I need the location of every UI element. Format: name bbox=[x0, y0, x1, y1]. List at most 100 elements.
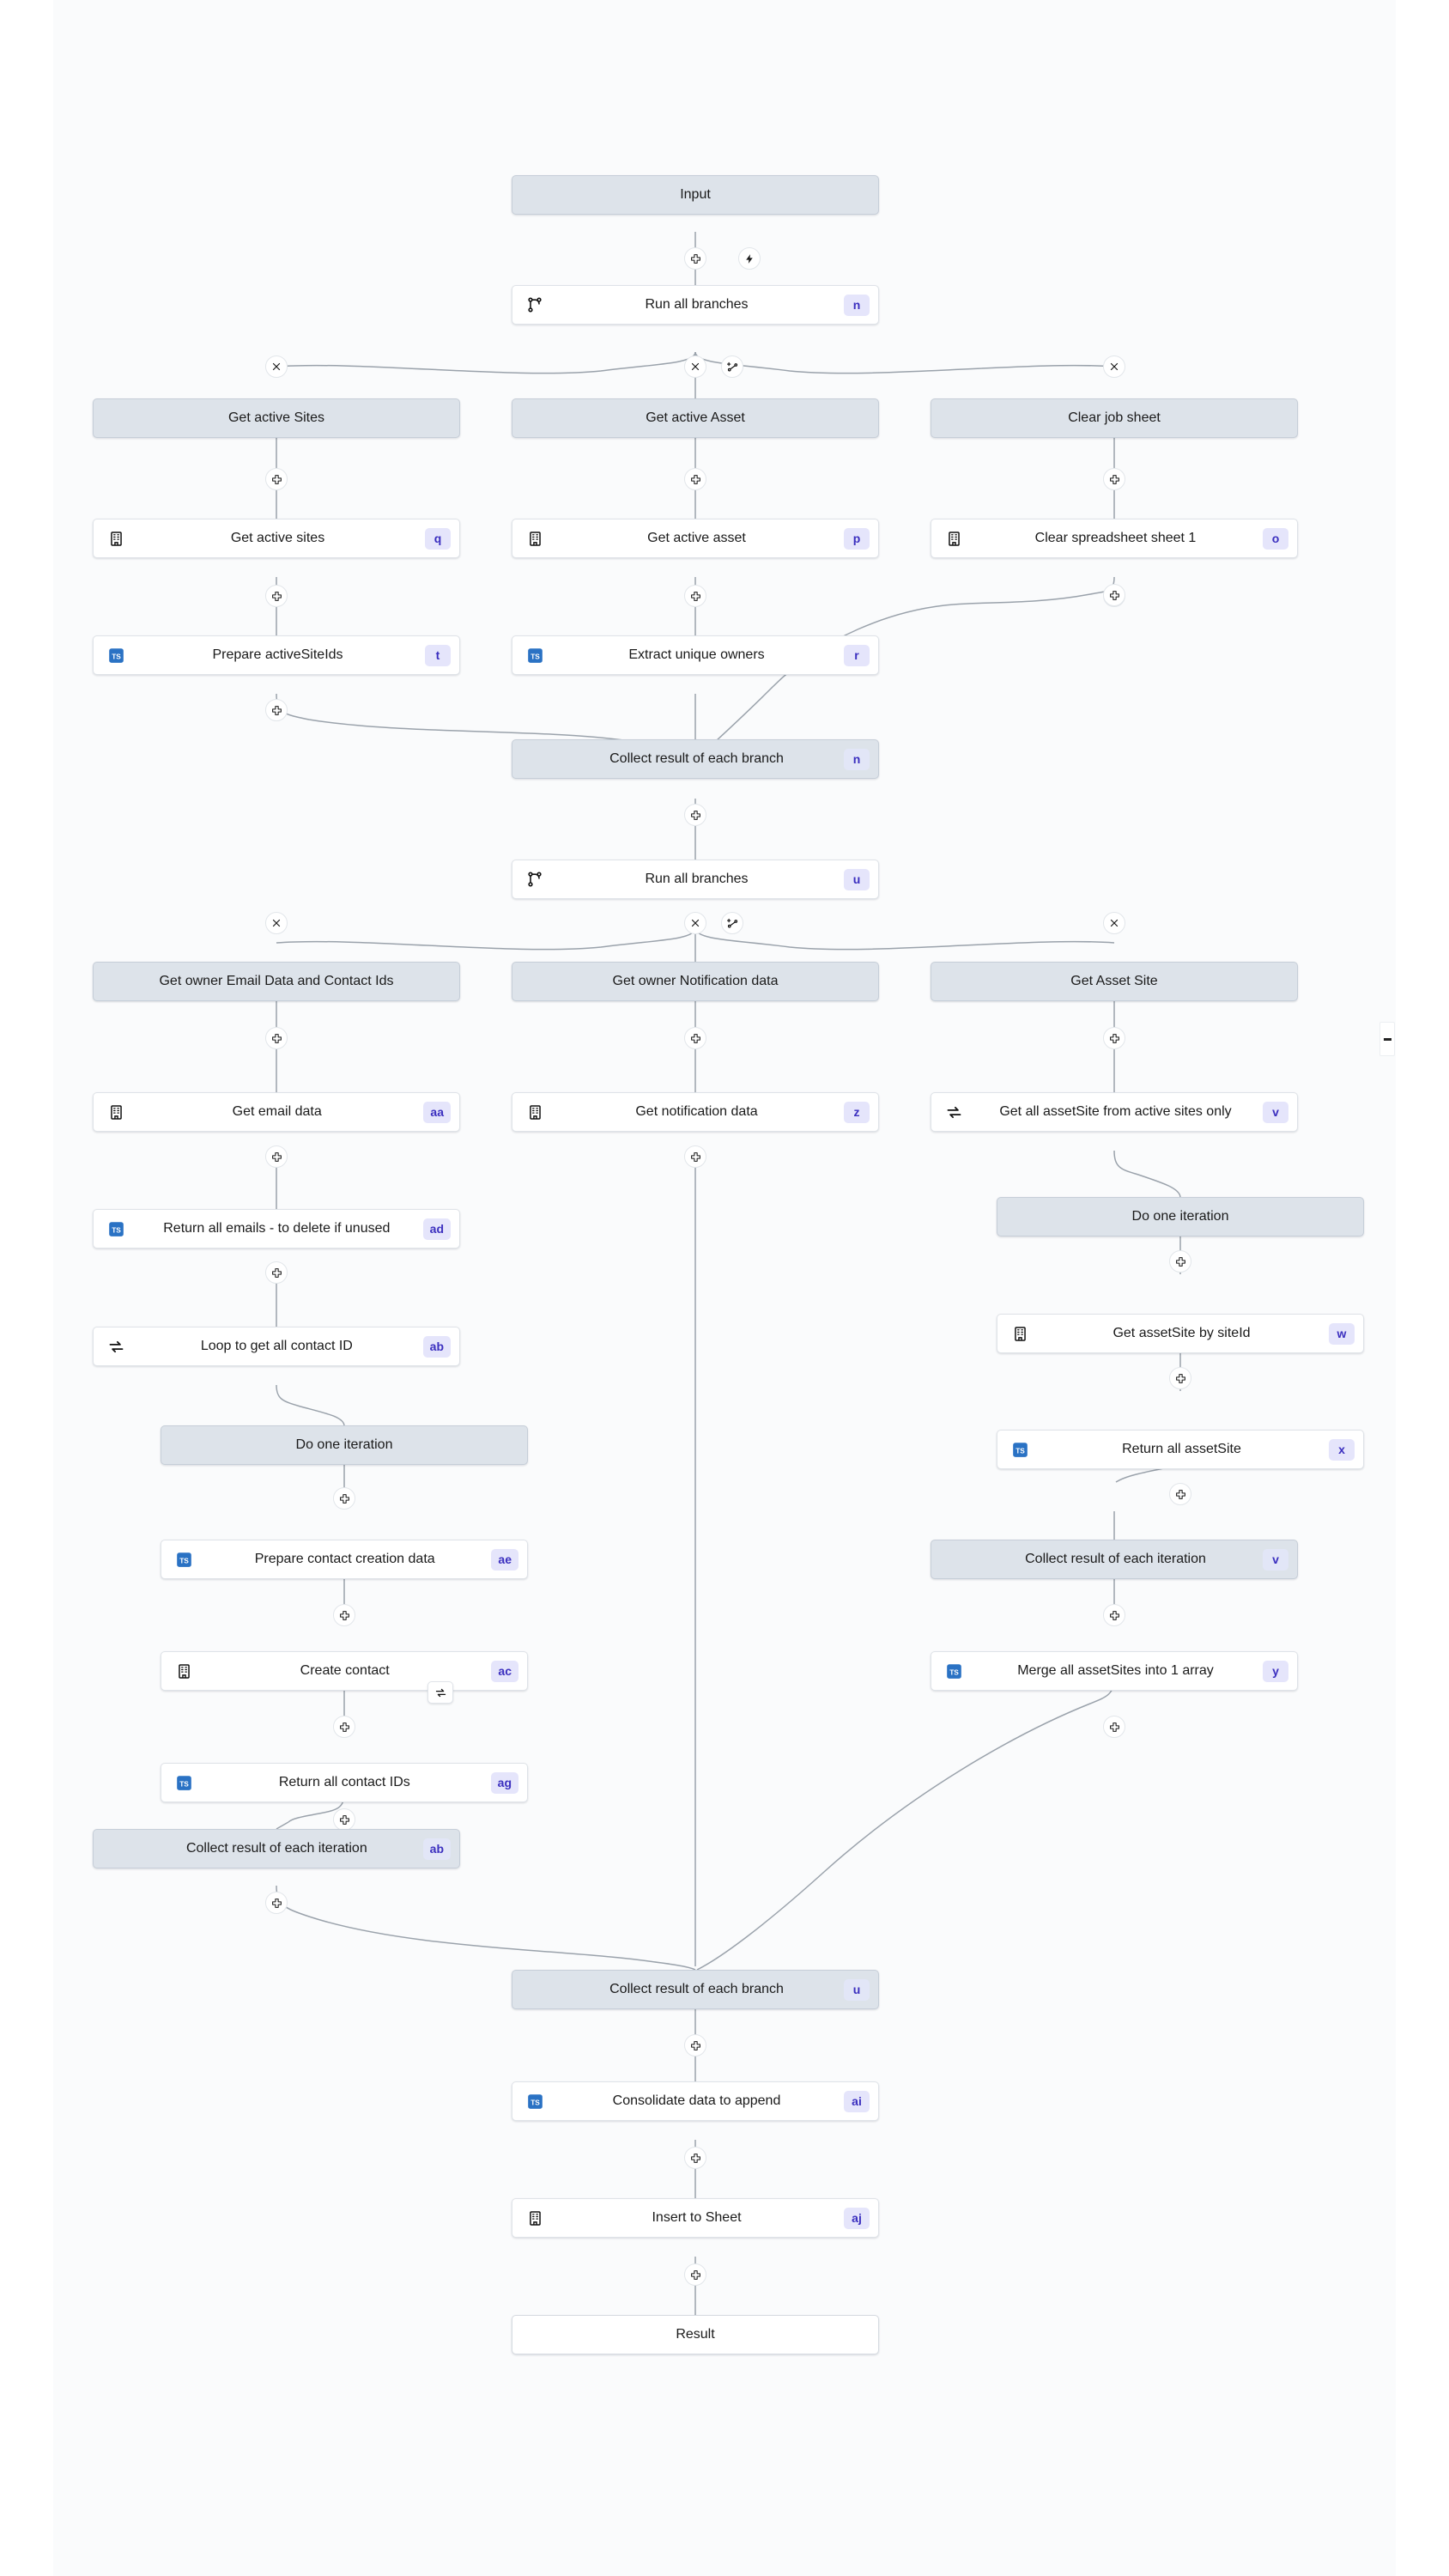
node-get-asset-site-header[interactable]: Get Asset Site bbox=[931, 962, 1298, 1001]
add-step-handle-clearsheet[interactable] bbox=[1103, 584, 1125, 606]
node-get-owner-notification-data-header[interactable]: Get owner Notification data bbox=[512, 962, 879, 1001]
add-branch-handle-1[interactable] bbox=[721, 355, 743, 378]
node-prepare-active-site-ids[interactable]: TS Prepare activeSiteIds t bbox=[93, 635, 460, 675]
node-label: Get owner Notification data bbox=[612, 974, 779, 988]
plus-icon bbox=[339, 1610, 349, 1620]
add-step-handle[interactable] bbox=[684, 1145, 706, 1168]
add-step-handle[interactable] bbox=[684, 585, 706, 607]
add-step-handle[interactable] bbox=[1103, 1027, 1125, 1049]
node-badge: x bbox=[1329, 1438, 1355, 1461]
node-label: Run all branches bbox=[645, 297, 749, 312]
add-step-handle[interactable] bbox=[333, 1716, 355, 1738]
plus-icon bbox=[690, 591, 700, 601]
add-step-handle[interactable] bbox=[333, 1487, 355, 1510]
node-run-all-branches-1[interactable]: Run all branches n bbox=[512, 285, 879, 325]
node-get-active-sites-header[interactable]: Get active Sites bbox=[93, 398, 460, 438]
add-step-handle[interactable] bbox=[265, 1027, 288, 1049]
node-extract-unique-owners[interactable]: TS Extract unique owners r bbox=[512, 635, 879, 675]
add-step-handle[interactable] bbox=[265, 1261, 288, 1284]
loop-icon bbox=[435, 1688, 446, 1697]
node-input[interactable]: Input bbox=[512, 175, 879, 215]
add-step-handle[interactable] bbox=[1103, 1604, 1125, 1626]
node-get-all-asset-site[interactable]: Get all assetSite from active sites only… bbox=[931, 1092, 1298, 1132]
node-label: Collect result of each branch bbox=[609, 1982, 784, 1996]
remove-branch-handle-2[interactable] bbox=[684, 355, 706, 378]
remove-branch-handle-5[interactable] bbox=[684, 912, 706, 934]
typescript-icon: TS bbox=[520, 647, 549, 665]
node-merge-all-asset-sites[interactable]: TS Merge all assetSites into 1 array y bbox=[931, 1651, 1298, 1691]
add-step-handle[interactable] bbox=[1103, 468, 1125, 490]
node-get-active-asset-header[interactable]: Get active Asset bbox=[512, 398, 879, 438]
add-trigger-handle[interactable] bbox=[738, 247, 761, 270]
add-step-handle[interactable] bbox=[333, 1604, 355, 1626]
remove-branch-handle-6[interactable] bbox=[1103, 912, 1125, 934]
add-step-handle[interactable] bbox=[333, 1808, 355, 1831]
add-step-handle[interactable] bbox=[1169, 1367, 1191, 1389]
node-label: Insert to Sheet bbox=[652, 2210, 742, 2225]
node-create-contact[interactable]: Create contact ac bbox=[161, 1651, 528, 1691]
node-badge: v bbox=[1263, 1548, 1288, 1571]
node-prepare-contact-creation-data[interactable]: TS Prepare contact creation data ae bbox=[161, 1540, 528, 1579]
node-run-all-branches-2[interactable]: Run all branches u bbox=[512, 860, 879, 899]
node-get-active-sites[interactable]: Get active sites q bbox=[93, 519, 460, 558]
plus-icon bbox=[1109, 1722, 1119, 1732]
add-step-handle[interactable] bbox=[684, 2034, 706, 2057]
add-step-handle[interactable] bbox=[684, 804, 706, 826]
node-label: Loop to get all contact ID bbox=[200, 1339, 353, 1353]
node-do-one-iteration-left[interactable]: Do one iteration bbox=[161, 1425, 528, 1465]
plus-icon bbox=[690, 253, 700, 264]
node-label: Input bbox=[680, 187, 711, 202]
node-badge: t bbox=[425, 644, 451, 666]
node-loop-to-get-all-contact-id[interactable]: Loop to get all contact ID ab bbox=[93, 1327, 460, 1366]
add-step-handle[interactable] bbox=[265, 468, 288, 490]
node-collect-result-of-each-branch-1[interactable]: Collect result of each branch n bbox=[512, 739, 879, 779]
node-label: Get active asset bbox=[647, 531, 746, 545]
node-do-one-iteration-right[interactable]: Do one iteration bbox=[997, 1197, 1364, 1236]
node-return-all-asset-site[interactable]: TS Return all assetSite x bbox=[997, 1430, 1364, 1469]
node-badge: ai bbox=[844, 2090, 870, 2112]
node-get-asset-site-by-site-id[interactable]: Get assetSite by siteId w bbox=[997, 1314, 1364, 1353]
node-label: Get email data bbox=[232, 1104, 322, 1119]
node-get-notification-data[interactable]: Get notification data z bbox=[512, 1092, 879, 1132]
add-branch-handle-2[interactable] bbox=[721, 912, 743, 934]
node-clear-job-sheet-header[interactable]: Clear job sheet bbox=[931, 398, 1298, 438]
node-result[interactable]: Result bbox=[512, 2315, 879, 2354]
plus-icon bbox=[690, 474, 700, 484]
building-icon bbox=[939, 531, 968, 547]
remove-branch-handle-3[interactable] bbox=[1103, 355, 1125, 378]
add-step-handle[interactable] bbox=[265, 1145, 288, 1168]
add-step-handle[interactable] bbox=[684, 468, 706, 490]
plus-icon bbox=[1175, 1256, 1185, 1267]
node-get-active-asset[interactable]: Get active asset p bbox=[512, 519, 879, 558]
create-contact-loop-badge[interactable] bbox=[427, 1681, 453, 1704]
node-consolidate-data-to-append[interactable]: TS Consolidate data to append ai bbox=[512, 2081, 879, 2121]
add-step-handle[interactable] bbox=[684, 247, 706, 270]
add-step-handle[interactable] bbox=[684, 2263, 706, 2286]
node-collect-result-of-each-iteration-left[interactable]: Collect result of each iteration ab bbox=[93, 1829, 460, 1868]
node-collect-result-of-each-iteration-right[interactable]: Collect result of each iteration v bbox=[931, 1540, 1298, 1579]
node-clear-spreadsheet-sheet-1[interactable]: Clear spreadsheet sheet 1 o bbox=[931, 519, 1298, 558]
svg-text:TS: TS bbox=[179, 1779, 189, 1788]
remove-branch-handle-4[interactable] bbox=[265, 912, 288, 934]
typescript-icon: TS bbox=[1005, 1441, 1034, 1459]
node-get-email-data[interactable]: Get email data aa bbox=[93, 1092, 460, 1132]
add-step-handle[interactable] bbox=[1169, 1250, 1191, 1273]
add-step-handle[interactable] bbox=[265, 699, 288, 721]
node-return-all-contact-ids[interactable]: TS Return all contact IDs ag bbox=[161, 1763, 528, 1802]
add-step-handle[interactable] bbox=[265, 585, 288, 607]
canvas-edge-control[interactable] bbox=[1379, 1022, 1395, 1056]
node-insert-to-sheet[interactable]: Insert to Sheet aj bbox=[512, 2198, 879, 2238]
remove-branch-handle-1[interactable] bbox=[265, 355, 288, 378]
node-badge: u bbox=[844, 868, 870, 890]
node-collect-result-of-each-branch-2[interactable]: Collect result of each branch u bbox=[512, 1970, 879, 2009]
node-return-all-emails[interactable]: TS Return all emails - to delete if unus… bbox=[93, 1209, 460, 1249]
add-step-handle[interactable] bbox=[265, 1892, 288, 1914]
add-step-handle[interactable] bbox=[1169, 1483, 1191, 1505]
close-icon bbox=[1110, 362, 1119, 371]
add-step-handle[interactable] bbox=[684, 1027, 706, 1049]
node-get-owner-email-data-header[interactable]: Get owner Email Data and Contact Ids bbox=[93, 962, 460, 1001]
plus-icon bbox=[1109, 1610, 1119, 1620]
add-step-handle[interactable] bbox=[1103, 1716, 1125, 1738]
add-step-handle[interactable] bbox=[684, 2147, 706, 2169]
